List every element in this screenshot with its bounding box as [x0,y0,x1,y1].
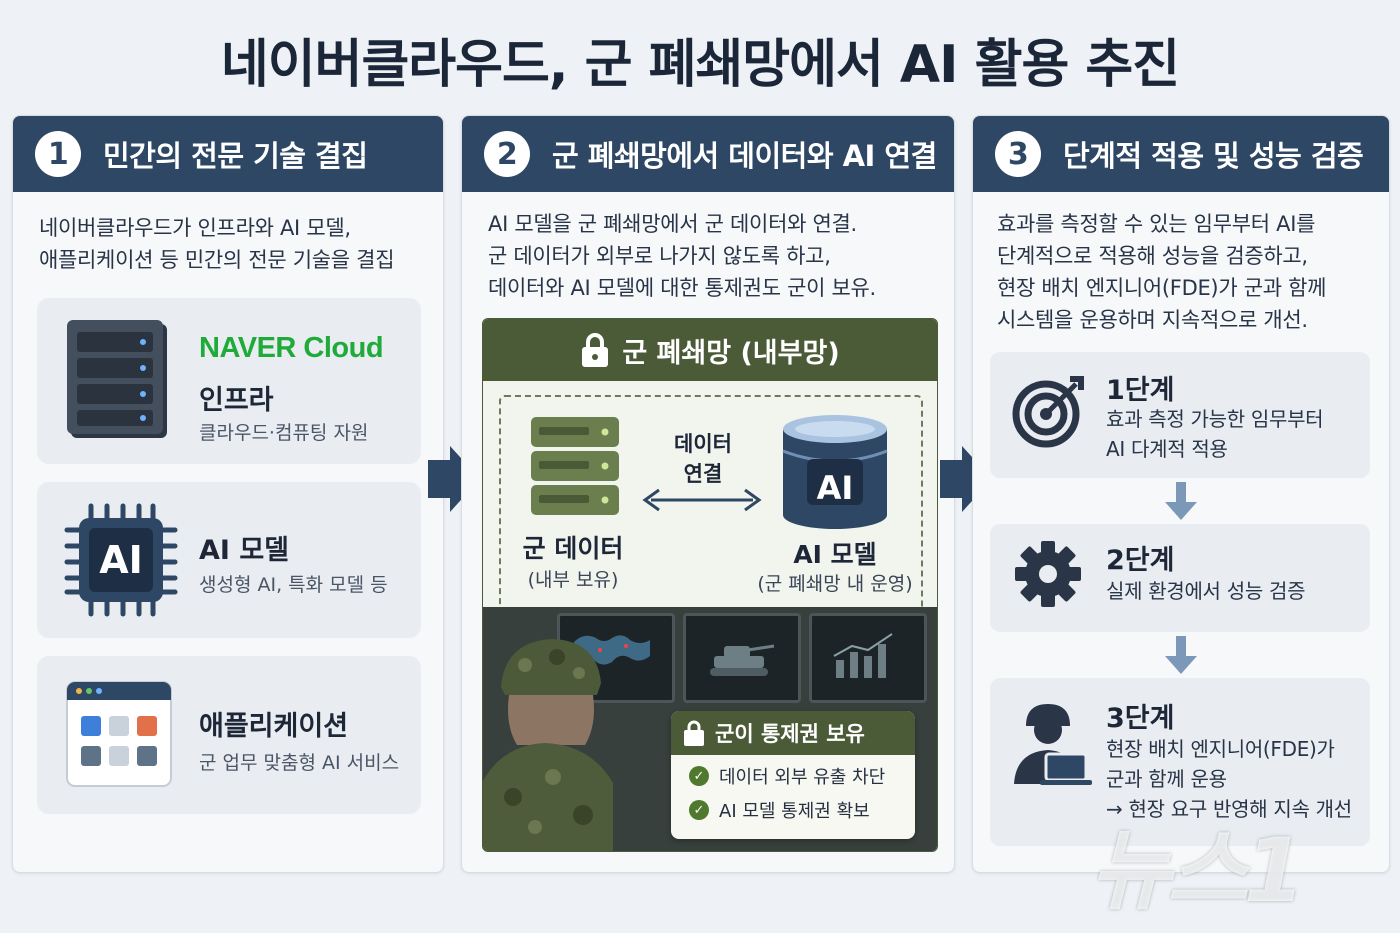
link-label-line: 연결 [683,462,723,486]
gear-icon [1015,541,1081,607]
card-ai-model: AI AI 모델 생성형 AI, 특화 모델 등 [37,482,421,638]
panel-heading: 단계적 적용 및 성능 검증 [1063,139,1364,173]
step-desc-line: → 현장 요구 반영해 지속 개선 [1106,797,1352,821]
panel-description: AI 모델을 군 폐쇄망에서 군 데이터와 연결. 군 데이터가 외부로 나가지… [488,208,876,304]
chip-label: AI [99,538,143,582]
step-title: 1단계 [1106,375,1175,406]
desc-line: 시스템을 운용하며 지속적으로 개선. [997,308,1308,332]
step-desc: 현장 배치 엔지니어(FDE)가 군과 함께 운용 → 현장 요구 반영해 지속… [1106,734,1352,824]
panel-header: 3 단계적 적용 및 성능 검증 [973,116,1389,192]
ai-database-icon [782,415,888,529]
panel-description: 효과를 측정할 수 있는 임무부터 AI를 단계적으로 적용해 성능을 검증하고… [997,208,1326,336]
lock-icon [582,333,609,367]
panel-heading: 민간의 전문 기술 결집 [103,139,368,173]
step-desc-line: AI 다계적 적용 [1106,437,1228,461]
desc-line: AI 모델을 군 폐쇄망에서 군 데이터와 연결. [488,212,857,236]
control-heading: 군이 통제권 보유 [715,722,865,746]
bar-graph-icon [833,633,893,678]
desc-line: 네이버클라우드가 인프라와 AI 모델, [39,216,351,240]
card-subtitle: 군 업무 맞춤형 AI 서비스 [199,752,400,774]
world-map-icon [574,635,650,665]
control-item: ✓ AI 모델 통제권 확보 [689,797,915,823]
step-desc: 실제 환경에서 성능 검증 [1106,576,1305,606]
bidirectional-arrow-icon [642,488,762,512]
card-title: 애플리케이션 [199,711,349,742]
target-icon [1012,376,1084,448]
ai-db-label: AI [816,469,854,507]
panel-heading: 군 폐쇄망에서 데이터와 AI 연결 [552,139,937,173]
tank-monitor [683,613,801,703]
step-desc-line: 효과 측정 가능한 임무부터 [1106,407,1324,431]
ai-model-title: AI 모델 [793,540,877,569]
desc-line: 애플리케이션 등 민간의 전문 기술을 결집 [39,248,395,272]
control-panel: 군이 통제권 보유 ✓ 데이터 외부 유출 차단 ✓ AI 모델 통제권 확보 [671,711,915,839]
ai-chip-icon [64,503,178,617]
server-icon [67,320,167,438]
link-label-line: 데이터 [674,432,732,456]
flow-arrow-right-icon [940,446,992,512]
desc-line: 단계적으로 적용해 성능을 검증하고, [997,244,1308,268]
control-item: ✓ 데이터 외부 유출 차단 [689,763,915,789]
page-title: 네이버클라우드, 군 폐쇄망에서 AI 활용 추진 [220,35,1180,95]
app-window-icon [66,681,172,787]
panel-description: 네이버클라우드가 인프라와 AI 모델, 애플리케이션 등 민간의 전문 기술을… [39,212,395,276]
naver-cloud-logo: NAVER Cloud [199,332,384,364]
panel-private-tech: 1 민간의 전문 기술 결집 네이버클라우드가 인프라와 AI 모델, 애플리케… [12,115,444,873]
control-item-label: AI 모델 통제권 확보 [719,801,870,822]
desc-line: 현장 배치 엔지니어(FDE)가 군과 함께 [997,276,1327,300]
step-desc-line: 군과 함께 운용 [1106,767,1227,791]
news1-watermark: 뉴스1 [1090,819,1305,922]
ai-model-subtitle: (군 폐쇄망 내 운영) [757,573,913,595]
card-subtitle: 생성형 AI, 특화 모델 등 [199,574,388,596]
card-title: AI 모델 [199,535,290,566]
tank-icon [710,644,775,676]
card-subtitle: 클라우드·컴퓨팅 자원 [199,422,369,444]
check-icon: ✓ [689,800,709,820]
desc-line: 군 데이터가 외부로 나가지 않도록 하고, [488,244,831,268]
card-application: 애플리케이션 군 업무 맞춤형 AI 서비스 [37,656,421,814]
panel-header: 1 민간의 전문 기술 결집 [13,116,443,192]
down-arrow-icon [1165,482,1197,520]
step-card-2: 2단계 실제 환경에서 성능 검증 [990,524,1370,632]
military-data-subtitle: (내부 보유) [527,569,619,591]
down-arrow-icon [1165,636,1197,674]
step-desc-line: 실제 환경에서 성능 검증 [1106,579,1306,603]
step-number-badge: 2 [484,131,530,177]
desc-line: 효과를 측정할 수 있는 임무부터 AI를 [997,212,1316,236]
desc-line: 데이터와 AI 모델에 대한 통제권도 군이 보유. [488,276,876,300]
card-title: 인프라 [199,385,274,416]
network-label: 군 폐쇄망 (내부망) [622,337,840,369]
lock-icon [684,720,704,746]
network-header: 군 폐쇄망 (내부망) [483,319,937,381]
step-number-badge: 3 [995,131,1041,177]
panel-header: 2 군 폐쇄망에서 데이터와 AI 연결 [462,116,954,192]
closed-network-box: 군 폐쇄망 (내부망) 군 데이터 (내부 보유) 데이터 연결 AI AI 모… [482,318,938,852]
link-label: 데이터 연결 [653,429,753,489]
step-desc-line: 현장 배치 엔지니어(FDE)가 [1106,737,1335,761]
flow-arrow-right-icon [428,446,480,512]
step-card-1: 1단계 효과 측정 가능한 임무부터 AI 다계적 적용 [990,352,1370,478]
control-header: 군이 통제권 보유 [671,711,915,755]
card-infra: NAVER Cloud 인프라 클라우드·컴퓨팅 자원 [37,298,421,464]
control-item-label: 데이터 외부 유출 차단 [719,767,886,788]
soldier-figure [483,639,613,851]
engineer-laptop-icon [1014,704,1092,785]
check-icon: ✓ [689,766,709,786]
military-data-title: 군 데이터 [522,534,624,563]
step-card-3: 3단계 현장 배치 엔지니어(FDE)가 군과 함께 운용 → 현장 요구 반영… [990,678,1370,846]
step-number-badge: 1 [35,131,81,177]
step-title: 3단계 [1106,703,1175,734]
step-desc: 효과 측정 가능한 임무부터 AI 다계적 적용 [1106,404,1324,464]
step-title: 2단계 [1106,545,1175,576]
chart-monitor [809,613,927,703]
military-data-server-icon [531,417,619,515]
